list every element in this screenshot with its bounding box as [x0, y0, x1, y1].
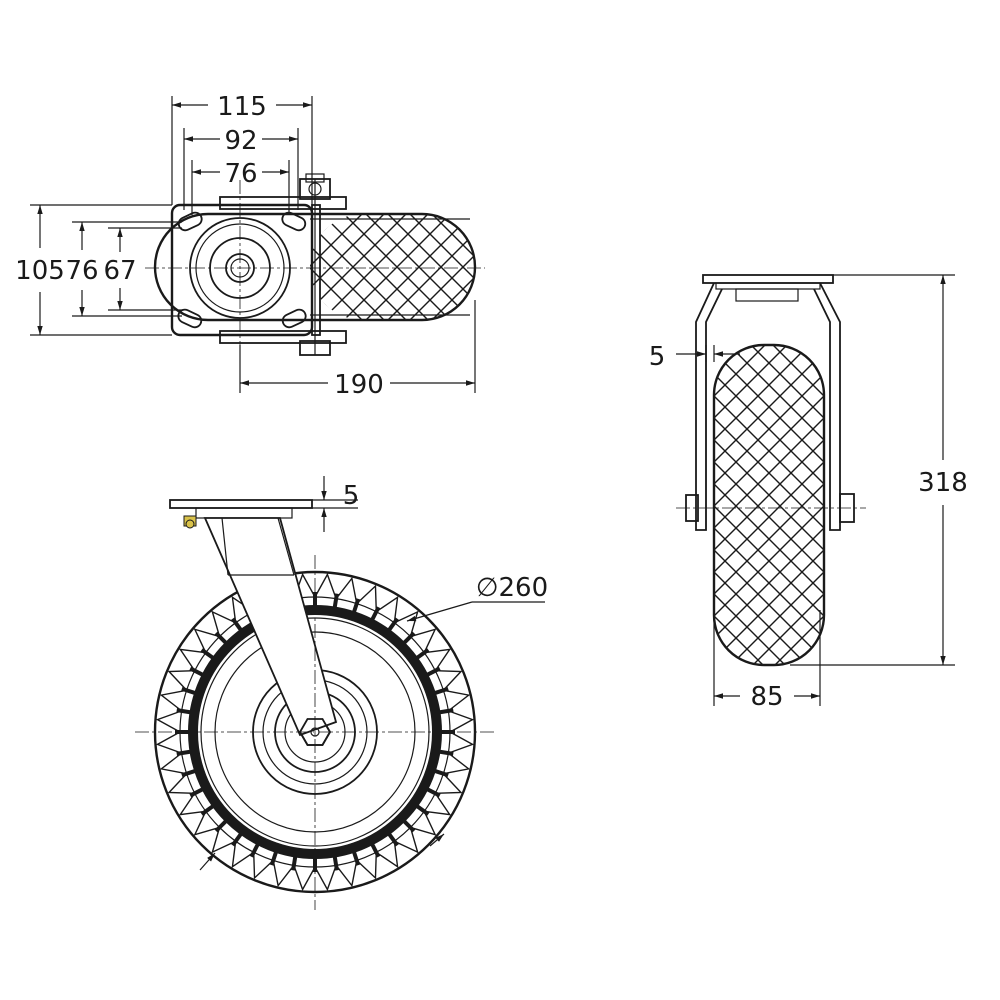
- top-view-tire: [153, 212, 477, 322]
- fork-right-leg: [813, 282, 841, 531]
- side-view: 5 ∅260: [135, 476, 548, 910]
- fork-top-bar: [219, 196, 347, 210]
- dim-fork-gap: 5: [649, 342, 666, 372]
- dim-plate-width-inner: 76: [224, 159, 257, 189]
- fork-left-leg: [695, 282, 723, 531]
- front-tread-pattern: [714, 345, 824, 665]
- top-tread-pattern: [310, 214, 475, 320]
- dim-plate-thickness: 5: [343, 481, 360, 511]
- fork-bottom-bar: [219, 330, 347, 344]
- side-top-plate: [169, 499, 313, 509]
- front-view: 5 318 85: [649, 274, 968, 712]
- front-view-tire: [712, 343, 826, 667]
- dim-plate-height-inner: 67: [103, 256, 136, 286]
- dim-plate-width-mid: 92: [224, 126, 257, 156]
- dim-overall-length: 190: [334, 370, 384, 400]
- dim-plate-width-outer: 115: [217, 92, 267, 122]
- front-top-plate: [702, 274, 834, 284]
- dim-plate-height-mid: 76: [65, 256, 98, 286]
- dim-plate-height-outer: 105: [15, 256, 65, 286]
- dim-wheel-diameter: ∅260: [476, 573, 548, 603]
- dim-wheel-width: 85: [750, 682, 783, 712]
- grease-nipple-icon: [183, 515, 197, 529]
- fork-leg: [203, 517, 338, 737]
- mounting-slot-holes: [177, 211, 307, 329]
- top-view: 115 92 76 105 76 67: [15, 92, 485, 400]
- dim-overall-height: 318: [918, 468, 968, 498]
